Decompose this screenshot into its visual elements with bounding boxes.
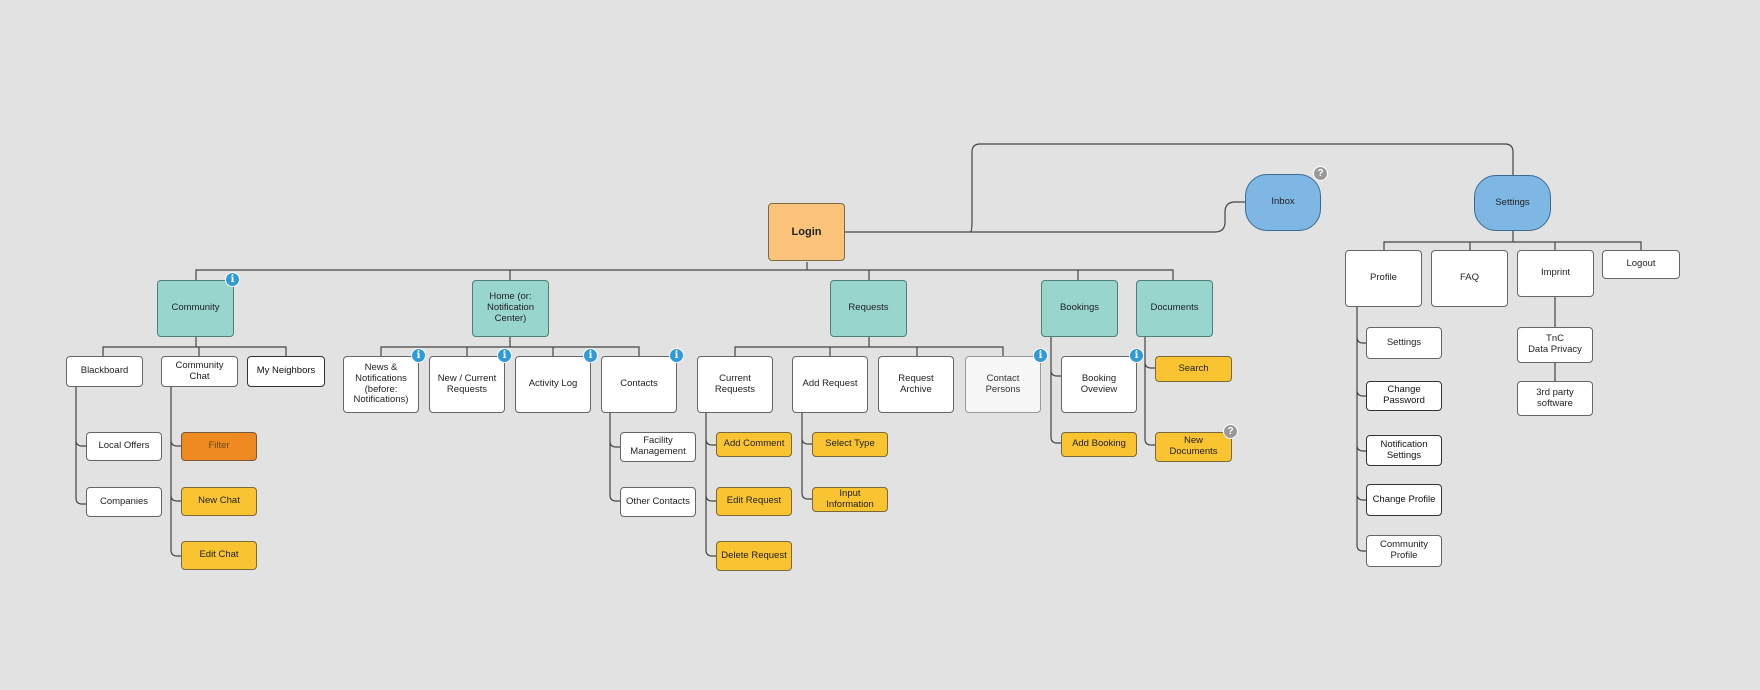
delete-request-node: Delete Request <box>716 541 792 571</box>
contacts-node: Contacts <box>601 356 677 413</box>
facility-management-node: Facility Management <box>620 432 696 462</box>
home-node: Home (or: Notification Center) <box>472 280 549 337</box>
news-info-icon: i <box>411 348 426 363</box>
local-offers-node: Local Offers <box>86 432 162 461</box>
new-current-info-icon: i <box>497 348 512 363</box>
new-documents-help-icon: ? <box>1223 424 1238 439</box>
add-comment-node: Add Comment <box>716 432 792 457</box>
other-contacts-node: Other Contacts <box>620 487 696 517</box>
community-chat-node: Community Chat <box>161 356 238 387</box>
edit-chat-node: Edit Chat <box>181 541 257 570</box>
new-documents-node: New Documents <box>1155 432 1232 462</box>
contact-persons-info-icon: i <box>1033 348 1048 363</box>
inbox-help-icon: ? <box>1313 166 1328 181</box>
my-neighbors-node: My Neighbors <box>247 356 325 387</box>
requests-node: Requests <box>830 280 907 337</box>
settings-root-node: Settings <box>1474 175 1551 231</box>
third-party-software-node: 3rd party software <box>1517 381 1593 416</box>
booking-overview-info-icon: i <box>1129 348 1144 363</box>
change-password-node: Change Password <box>1366 381 1442 411</box>
logout-node: Logout <box>1602 250 1680 279</box>
filter-node: Filter <box>181 432 257 461</box>
inbox-node: Inbox <box>1245 174 1321 231</box>
community-node: Community <box>157 280 234 337</box>
edit-request-node: Edit Request <box>716 487 792 516</box>
input-information-node: Input Information <box>812 487 888 512</box>
current-requests-node: Current Requests <box>697 356 773 413</box>
news-notifications-node: News & Notifications (before: Notificati… <box>343 356 419 413</box>
imprint-node: Imprint <box>1517 250 1594 297</box>
bookings-node: Bookings <box>1041 280 1118 337</box>
faq-node: FAQ <box>1431 250 1508 307</box>
profile-settings-node: Settings <box>1366 327 1442 359</box>
activity-log-node: Activity Log <box>515 356 591 413</box>
contact-persons-node: Contact Persons <box>965 356 1041 413</box>
community-profile-node: Community Profile <box>1366 535 1442 567</box>
notification-settings-node: Notification Settings <box>1366 435 1442 466</box>
documents-node: Documents <box>1136 280 1213 337</box>
request-archive-node: Request Archive <box>878 356 954 413</box>
activity-log-info-icon: i <box>583 348 598 363</box>
blackboard-node: Blackboard <box>66 356 143 387</box>
add-request-node: Add Request <box>792 356 868 413</box>
add-booking-node: Add Booking <box>1061 432 1137 457</box>
login-node: Login <box>768 203 845 261</box>
companies-node: Companies <box>86 487 162 517</box>
search-node: Search <box>1155 356 1232 382</box>
select-type-node: Select Type <box>812 432 888 457</box>
profile-node: Profile <box>1345 250 1422 307</box>
booking-overview-node: Booking Oveview <box>1061 356 1137 413</box>
community-info-icon: i <box>225 272 240 287</box>
new-chat-node: New Chat <box>181 487 257 516</box>
change-profile-node: Change Profile <box>1366 484 1442 516</box>
tnc-data-privacy-node: TnC Data Privacy <box>1517 327 1593 363</box>
contacts-info-icon: i <box>669 348 684 363</box>
new-current-requests-node: New / Current Requests <box>429 356 505 413</box>
